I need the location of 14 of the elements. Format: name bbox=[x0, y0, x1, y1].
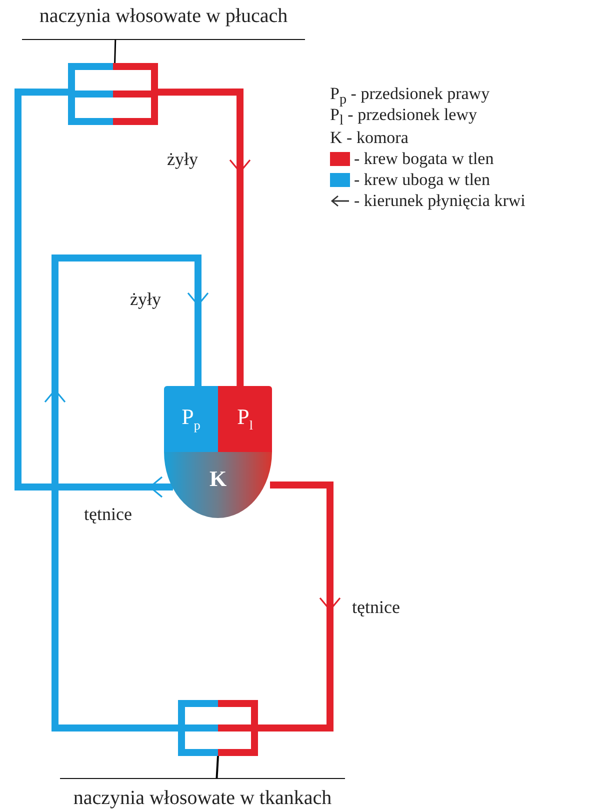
legend-text: - kierunek płynięcia krwi bbox=[354, 191, 526, 211]
caption-text: naczynia włosowate w płucach bbox=[39, 6, 288, 26]
legend-text: - krew bogata w tlen bbox=[354, 149, 494, 169]
edge-label: tętnice bbox=[350, 598, 402, 618]
edge-label: żyły bbox=[165, 150, 200, 170]
ventricle-chamber: K bbox=[164, 452, 272, 518]
edge-label: tętnice bbox=[82, 505, 134, 525]
atrium-chamber: P$_{p}$ bbox=[164, 386, 218, 452]
legend-text: P$_{p}$ - przedsionek prawy bbox=[330, 84, 490, 108]
legend-text: - krew uboga w tlen bbox=[354, 170, 490, 190]
legend-text: K - komora bbox=[330, 128, 408, 148]
atrium-chamber: P$_{l}$ bbox=[218, 386, 272, 452]
caption-text: naczynia włosowate w tkankach bbox=[73, 788, 332, 808]
edge-label: żyły bbox=[128, 290, 163, 310]
